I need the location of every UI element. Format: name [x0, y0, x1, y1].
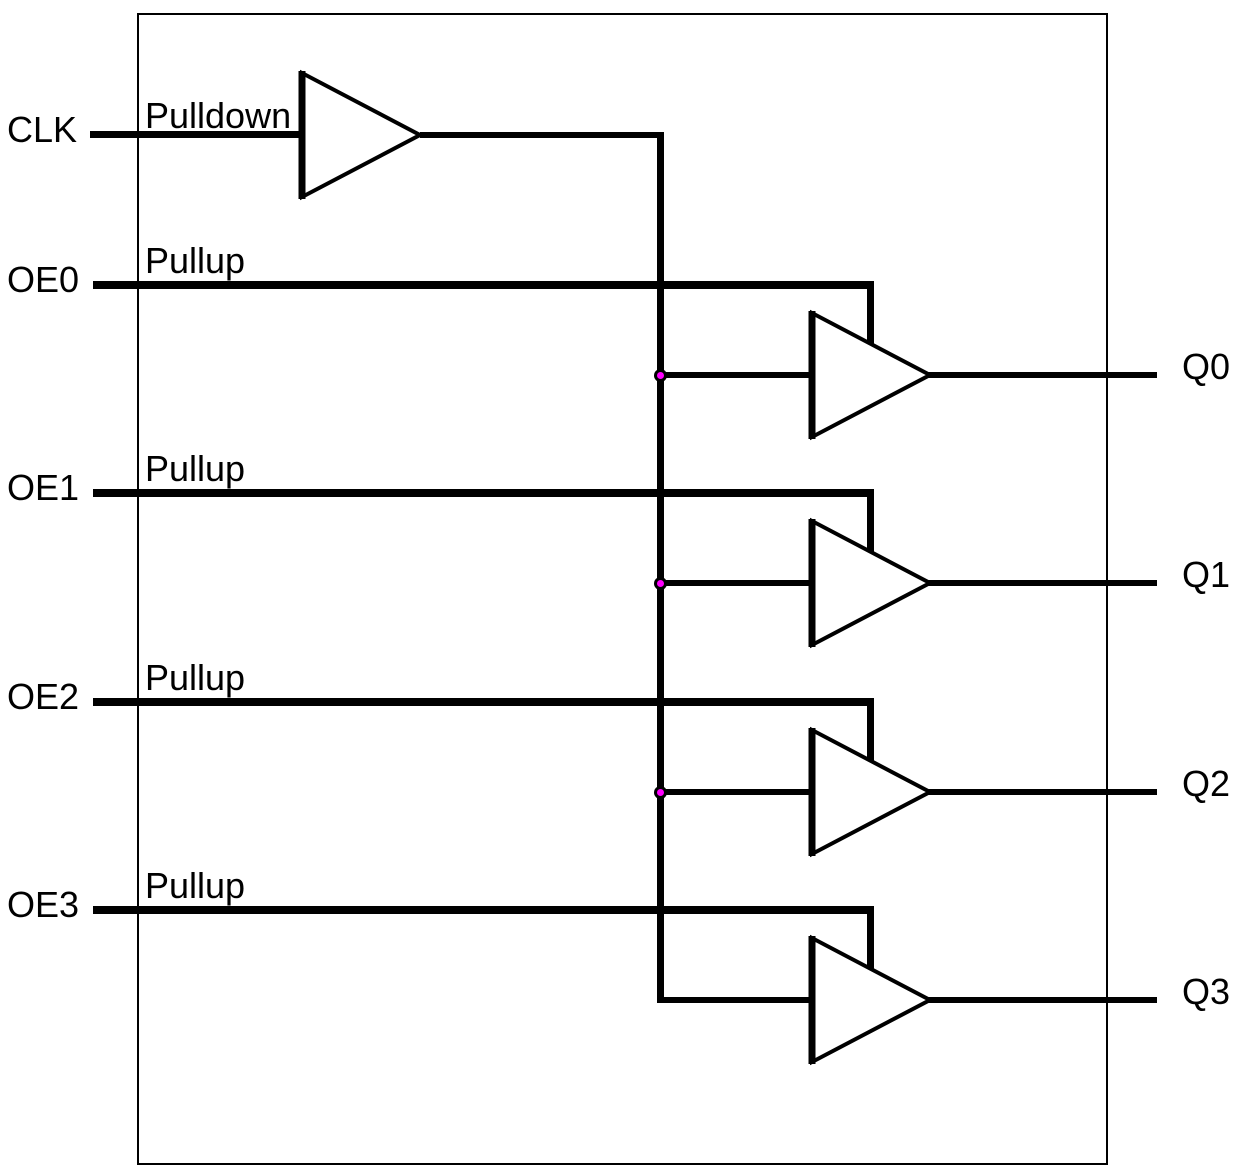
pullup-label-oe3: Pullup — [145, 865, 246, 906]
wire-oe1-enable-leg — [867, 493, 874, 555]
q0-buffer-icon — [808, 309, 935, 441]
q3-buffer-icon — [808, 934, 935, 1066]
wire-clk-net-vertical-trunk — [657, 132, 664, 1003]
junction-dot-core — [657, 789, 664, 796]
port-label-q3: Q3 — [1182, 971, 1231, 1012]
wire-oe1-input — [93, 489, 874, 497]
junction-dot-q0 — [654, 369, 667, 382]
wire-oe2-enable-leg — [867, 702, 874, 764]
chip-outline — [137, 13, 1108, 1165]
pullup-label-oe2: Pullup — [145, 657, 246, 698]
port-label-q1: Q1 — [1182, 554, 1231, 595]
q2-buffer-icon — [808, 726, 935, 858]
q1-buffer-icon — [808, 517, 935, 649]
clk-buffer-icon — [298, 69, 425, 201]
pullup-label-oe0: Pullup — [145, 240, 246, 281]
port-label-oe1: OE1 — [7, 467, 80, 508]
wire-tap-q1 — [660, 580, 816, 586]
pullup-label-oe1: Pullup — [145, 448, 246, 489]
port-label-oe3: OE3 — [7, 884, 80, 925]
wire-tap-q0 — [660, 372, 816, 378]
port-label-q2: Q2 — [1182, 763, 1231, 804]
junction-dot-core — [657, 372, 664, 379]
port-label-oe0: OE0 — [7, 259, 80, 300]
port-label-clk: CLK — [7, 109, 78, 150]
wire-tap-q2 — [660, 789, 816, 795]
wire-oe0-input — [93, 281, 874, 289]
pulldown-label: Pulldown — [145, 95, 292, 136]
wire-q2-output — [928, 789, 1157, 795]
wire-q0-output — [928, 372, 1157, 378]
wire-clk-input — [90, 131, 306, 138]
wire-clk-net-bottom-elbow — [660, 997, 816, 1003]
junction-dot-q2 — [654, 786, 667, 799]
junction-dot-q1 — [654, 577, 667, 590]
wire-oe0-enable-leg — [867, 285, 874, 347]
port-label-q0: Q0 — [1182, 346, 1231, 387]
wire-q3-output — [928, 997, 1157, 1003]
wire-clk-net-horizontal — [420, 132, 663, 138]
port-label-oe2: OE2 — [7, 676, 80, 717]
wire-q1-output — [928, 580, 1157, 586]
wire-oe2-input — [93, 698, 874, 706]
wire-oe3-input — [93, 906, 874, 914]
wire-oe3-enable-leg — [867, 910, 874, 972]
junction-dot-core — [657, 580, 664, 587]
